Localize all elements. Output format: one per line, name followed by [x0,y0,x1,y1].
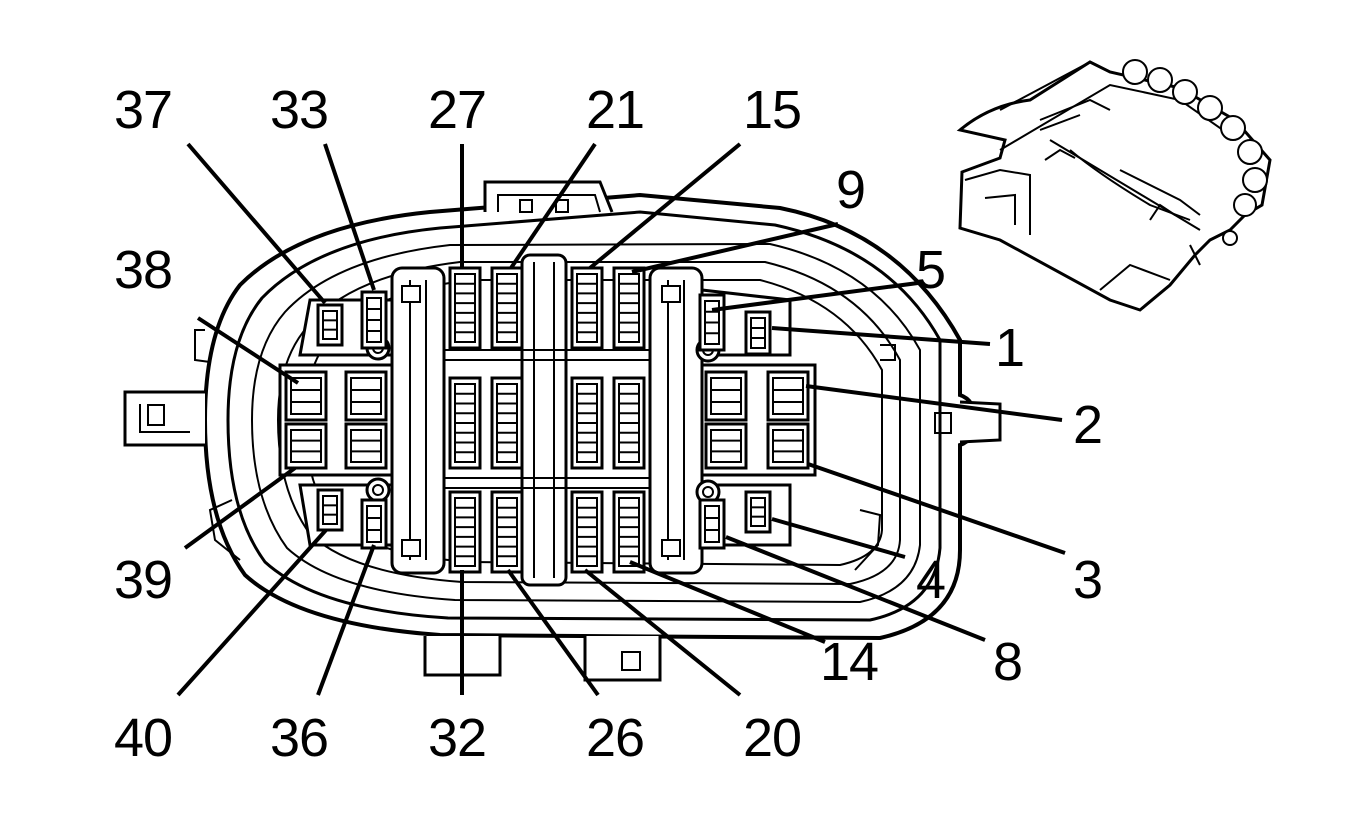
terminal-cavity-left-top-a [316,303,344,347]
pin-label-21: 21 [586,80,644,140]
terminal-cavity-r0-c3 [612,266,646,350]
terminal-cavity-left-bottom-a [316,488,344,532]
leader-lines [176,142,1066,697]
callout-labels: 37 33 27 21 15 9 5 1 38 2 39 3 4 8 14 40… [114,80,1103,768]
terminal-cavity-right-large-d [766,422,810,470]
terminal-cavity-right-large-a [704,370,748,422]
connector-inset-view [956,59,1272,312]
terminal-cavity-r1-c3 [612,376,646,470]
pin-label-1: 1 [995,318,1024,378]
terminal-cavity-r2-c0 [448,490,482,574]
terminal-cavity-r1-c1 [490,376,524,470]
terminal-cavities [284,266,810,574]
terminal-cavity-left-large-a [284,370,328,422]
pin-label-15: 15 [743,80,801,140]
pin-label-40: 40 [114,708,172,768]
terminal-cavity-r2-c1 [490,490,524,574]
pin-label-37: 37 [114,80,172,140]
terminal-cavity-r0-c1 [490,266,524,350]
pin-label-14: 14 [820,632,878,692]
terminal-cavity-left-bottom-b [360,498,388,550]
pin-label-9: 9 [836,160,865,220]
terminal-cavity-right-top-a [698,293,726,352]
pin-label-39: 39 [114,550,172,610]
pin-label-3: 3 [1073,550,1102,610]
terminal-cavity-right-bottom-b [744,490,772,534]
pin-label-8: 8 [993,632,1022,692]
terminal-cavity-r1-c2 [570,376,604,470]
terminal-cavity-right-bottom-a [698,498,726,550]
terminal-cavity-r0-c0 [448,266,482,350]
pin-label-5: 5 [916,240,945,300]
pin-label-2: 2 [1073,395,1102,455]
pin-label-36: 36 [270,708,328,768]
terminal-cavity-right-large-b [704,422,748,470]
terminal-cavity-r0-c2 [570,266,604,350]
terminal-cavity-r2-c2 [570,490,604,574]
terminal-cavity-r1-c0 [448,376,482,470]
pin-label-4: 4 [916,550,945,610]
terminal-cavity-r2-c3 [612,490,646,574]
pin-label-33: 33 [270,80,328,140]
terminal-cavity-right-top-b [744,310,772,356]
pin-label-38: 38 [114,240,172,300]
terminal-cavity-left-large-c [344,370,388,422]
terminal-cavity-left-large-d [344,422,388,470]
terminal-cavity-right-large-c [766,370,810,422]
terminal-cavity-left-large-b [284,422,328,470]
pin-label-20: 20 [743,708,801,768]
terminal-cavity-left-top-b [360,290,388,350]
pin-label-32: 32 [428,708,486,768]
pin-label-27: 27 [428,80,486,140]
pin-label-26: 26 [586,708,644,768]
